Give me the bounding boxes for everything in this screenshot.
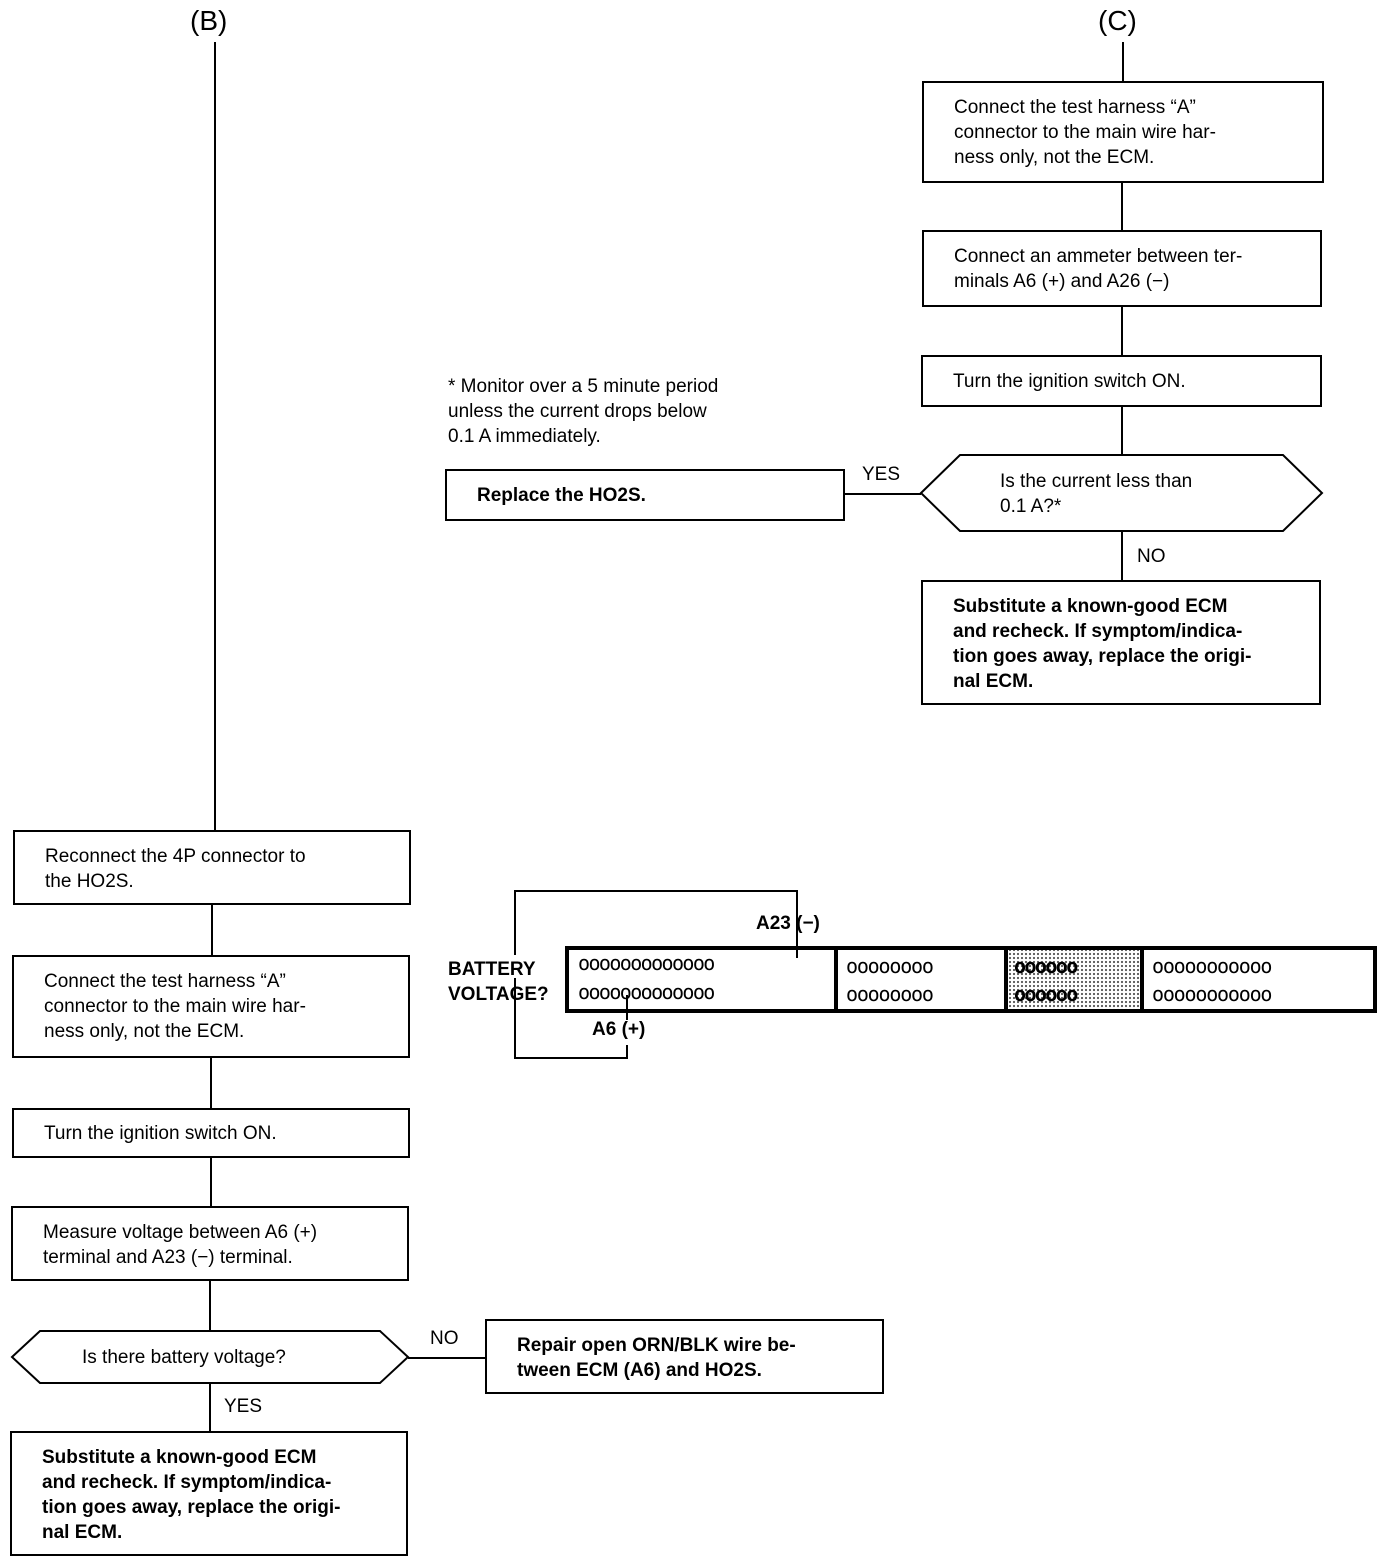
c-decision-text: Is the current less than 0.1 A?* (1000, 471, 1193, 517)
branch-b-label: (B) (190, 5, 228, 36)
connector-line (1121, 407, 1123, 455)
branch-c-label: (C) (1098, 5, 1137, 36)
c-result-replace-ho2s: Replace the HO2S. (445, 469, 845, 521)
connector-line (408, 1357, 485, 1359)
b-step-connect-harness: Connect the test harness “A” connector t… (12, 955, 410, 1058)
b-step-ignition-on: Turn the ignition switch ON. (12, 1108, 410, 1158)
pin-row-block4-top: ooooooooooo (1152, 954, 1271, 978)
b-yes-label: YES (224, 1396, 263, 1417)
c-step-ignition-on-text: Turn the ignition switch ON. (953, 370, 1186, 392)
connector-line (1121, 307, 1123, 355)
connector-line (1121, 183, 1123, 231)
pin-a6-label: A6 (+) (592, 1019, 646, 1040)
pin-row-block3-top: oooooo (1014, 954, 1078, 978)
c-step-connect-harness: Connect the test harness “A” connector t… (922, 81, 1324, 183)
b-result-repair-wire: Repair open ORN/BLK wire be- tween ECM (… (485, 1319, 884, 1394)
pin-row-block2-top: oooooooo (846, 954, 933, 978)
meter-lead-top (514, 890, 798, 958)
battery-voltage-label: BATTERY VOLTAGE? (448, 959, 549, 1005)
pin-row-block3-bottom: oooooo (1014, 982, 1078, 1006)
b-step-reconnect-4p: Reconnect the 4P connector to the HO2S. (13, 830, 411, 905)
pin-row-block2-bottom: oooooooo (846, 982, 933, 1006)
b-decision-text: Is there battery voltage? (82, 1347, 286, 1368)
connector-line (1122, 42, 1124, 82)
c-footnote: * Monitor over a 5 minute period unless … (448, 376, 719, 447)
connector-line (210, 1058, 212, 1108)
pin-row-block4-bottom: ooooooooooo (1152, 982, 1271, 1006)
b-result-substitute-ecm: Substitute a known-good ECM and recheck.… (10, 1431, 408, 1556)
connector-line (209, 1281, 211, 1331)
c-no-label: NO (1137, 546, 1166, 567)
pin-row-block1-top: ooooooooooooo (578, 951, 714, 975)
connector-block-shaded (1006, 950, 1142, 1009)
b-no-label: NO (430, 1328, 459, 1349)
c-step-connect-ammeter: Connect an ammeter between ter- minals A… (922, 230, 1322, 307)
connector-line (1121, 531, 1123, 581)
c-yes-label: YES (862, 464, 901, 485)
connector-line (211, 905, 213, 955)
connector-line (214, 42, 216, 832)
pin-row-block1-bottom: ooooooooooooo (578, 980, 714, 1004)
c-result-replace-ho2s-text: Replace the HO2S. (477, 484, 646, 506)
c-step-ignition-on: Turn the ignition switch ON. (921, 355, 1322, 407)
c-result-substitute-ecm: Substitute a known-good ECM and recheck.… (921, 580, 1321, 705)
b-step-ignition-on-text: Turn the ignition switch ON. (44, 1122, 277, 1144)
b-step-measure-voltage: Measure voltage between A6 (+) terminal … (11, 1206, 409, 1281)
connector-housing (565, 946, 1377, 1013)
connector-line (209, 1383, 211, 1431)
pin-a23-label: A23 (−) (756, 913, 820, 934)
meter-lead-bottom (514, 978, 628, 1059)
connector-line (844, 493, 921, 495)
connector-line (210, 1158, 212, 1206)
c-decision-hexagon (919, 454, 1324, 532)
